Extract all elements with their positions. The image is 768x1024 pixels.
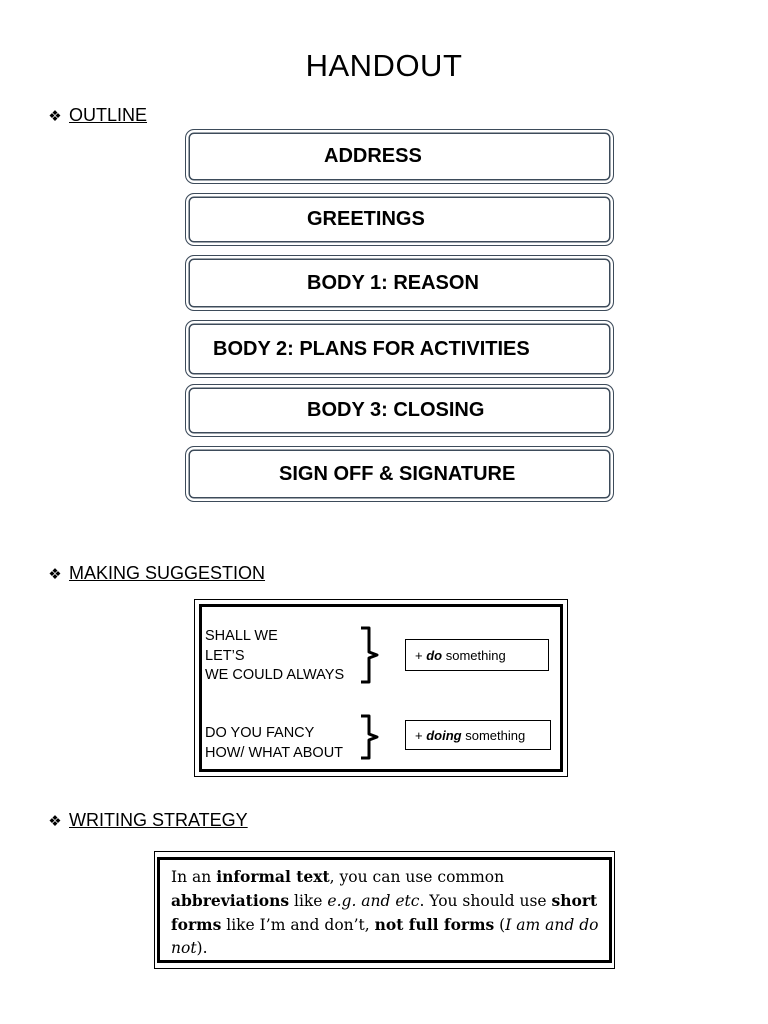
section-suggestion-heading: ❖ MAKING SUGGESTION — [47, 563, 265, 584]
suggestion-phrase: DO YOU FANCY — [205, 725, 315, 741]
diamond-bullet-icon: ❖ — [48, 812, 62, 830]
right-brace-icon — [361, 714, 379, 760]
tag-suffix: something — [461, 727, 526, 743]
strategy-paragraph: In an informal text, you can use common … — [171, 867, 599, 957]
section-strategy-label: WRITING STRATEGY — [69, 810, 248, 830]
suggestion-group-1: SHALL WE LET’S WE COULD ALWAYS — [205, 627, 344, 686]
suggestion-box-inner — [199, 604, 563, 772]
section-outline-label: OUTLINE — [69, 105, 148, 125]
tag-prefix: + — [415, 647, 427, 663]
suggestion-phrase: HOW/ WHAT ABOUT — [205, 744, 344, 761]
diamond-bullet-icon: ❖ — [48, 107, 62, 125]
outline-item-label: BODY 1: REASON — [307, 271, 479, 294]
suggestion-box: SHALL WE LET’S WE COULD ALWAYS + do some… — [194, 599, 568, 777]
outline-item-body-2: BODY 2: PLANS FOR ACTIVITIES — [185, 320, 614, 378]
outline-item-label: BODY 2: PLANS FOR ACTIVITIES — [213, 337, 530, 360]
section-outline-heading: ❖ OUTLINE — [47, 105, 147, 126]
diamond-bullet-icon: ❖ — [48, 565, 62, 583]
strategy-box-inner: In an informal text, you can use common … — [157, 857, 612, 963]
tag-verb: do — [426, 647, 443, 663]
outline-item-label: ADDRESS — [324, 145, 422, 167]
outline-item-greetings: GREETINGS — [185, 193, 614, 246]
tag-prefix: + — [415, 727, 427, 743]
suggestion-group-2: DO YOU FANCY HOW/ WHAT ABOUT — [205, 724, 343, 763]
suggestion-tag-doing: + doing something — [405, 720, 551, 750]
outline-item-address: ADDRESS — [185, 129, 614, 184]
tag-verb: doing — [426, 727, 462, 743]
page-title: HANDOUT — [305, 48, 463, 83]
right-brace-icon — [361, 626, 379, 684]
tag-suffix: something — [442, 647, 506, 663]
outline-item-sign-off: SIGN OFF & SIGNATURE — [185, 446, 614, 502]
section-strategy-heading: ❖ WRITING STRATEGY — [47, 810, 248, 831]
outline-item-body-1: BODY 1: REASON — [185, 255, 614, 311]
suggestion-tag-do: + do something — [405, 639, 549, 671]
outline-item-label: BODY 3: CLOSING — [307, 399, 485, 421]
outline-item-body-3: BODY 3: CLOSING — [185, 384, 614, 437]
suggestion-phrase: LET’S — [205, 647, 245, 664]
section-suggestion-label: MAKING SUGGESTION — [69, 563, 266, 583]
outline-item-label: SIGN OFF & SIGNATURE — [279, 462, 516, 485]
suggestion-phrase: SHALL WE — [205, 628, 278, 644]
outline-item-label: GREETINGS — [307, 208, 425, 230]
strategy-box: In an informal text, you can use common … — [154, 851, 615, 969]
suggestion-phrase: WE COULD ALWAYS — [205, 667, 345, 683]
